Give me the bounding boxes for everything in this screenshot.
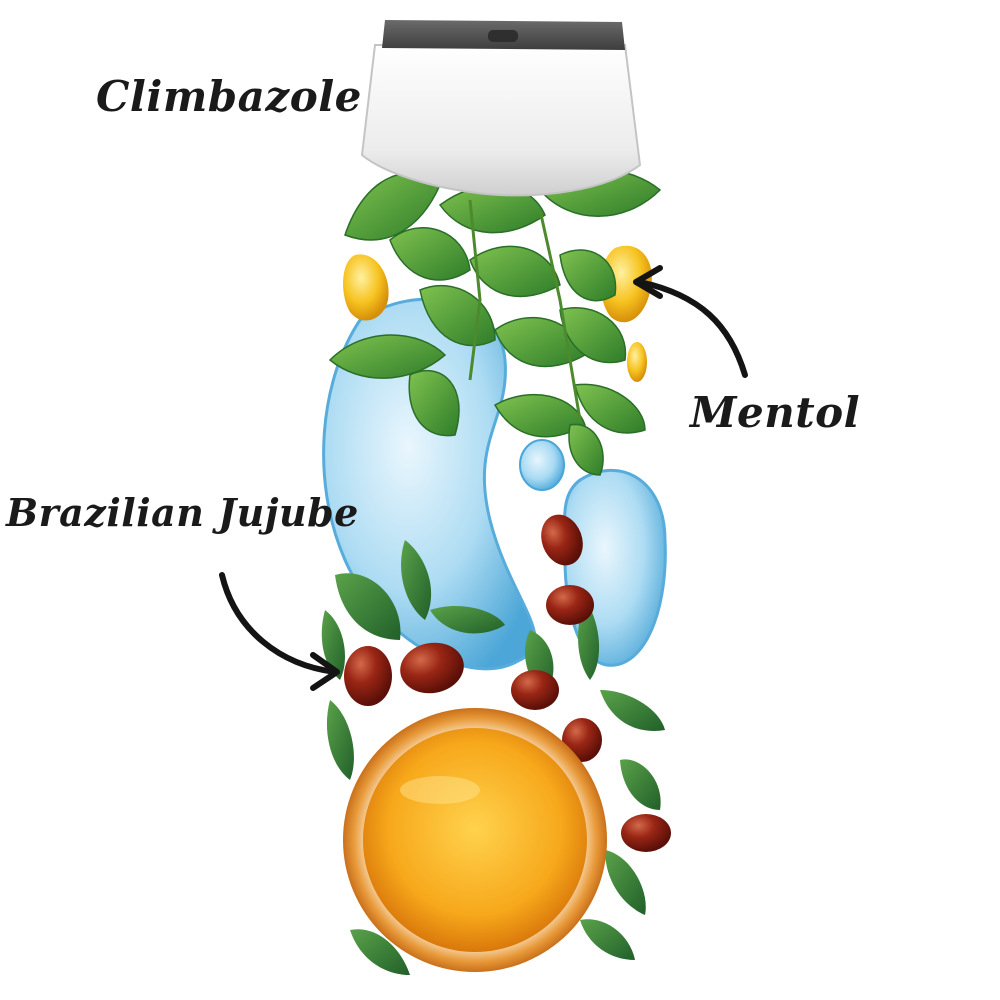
jujube-berry [621,814,671,852]
honey-surface [363,728,587,952]
jujube-leaf [605,850,646,915]
jujube-leaf [430,605,505,634]
mentol-arrowhead [633,265,663,299]
jujube-leaf [600,690,665,731]
mint-leaf [559,307,627,364]
oil-drops [343,245,652,382]
honey-bowl [343,708,607,972]
jujube-berry [546,585,594,625]
mentol-label: Mentol [690,388,861,437]
brazilian-jujube-label: Brazilian Jujube [6,490,359,535]
oil-drop-3 [627,342,647,382]
arrows [219,265,748,691]
jujube-leaf [350,929,410,975]
cap-dispenser [488,30,518,42]
bottle-cap [360,20,642,197]
jujube-leaf [401,540,432,620]
jujube-leaf [620,759,661,810]
jujube-arrow [219,572,338,675]
mint-leaf [559,249,617,302]
cap-body [360,44,642,197]
climbazole-label: Climbazole [96,72,362,121]
jujube-berry [511,670,559,710]
jujube-berry [541,514,583,566]
mint-leaf [493,393,586,438]
jujube-arrowhead [310,652,340,691]
mint-stem [468,199,582,421]
mint-leaf [389,227,471,281]
mentol-arrow [637,279,748,378]
mint-leaves [328,168,662,476]
mint-leaf [568,423,604,476]
mint-leaf [469,245,561,298]
jujube-leaf [335,573,401,640]
oil-drop-2 [343,254,389,321]
jujube-leaf [580,919,635,960]
mint-leaf [328,334,447,379]
oil-drop-1 [600,245,652,323]
mint-leaf [408,370,460,437]
jujube-berry [400,642,464,694]
honey-highlight [400,776,480,804]
jujube-leaves [321,540,665,975]
mint-leaf [574,383,646,434]
jujube-berry [344,646,392,706]
jujube-leaf [326,700,354,780]
water-drop-small [519,439,565,491]
